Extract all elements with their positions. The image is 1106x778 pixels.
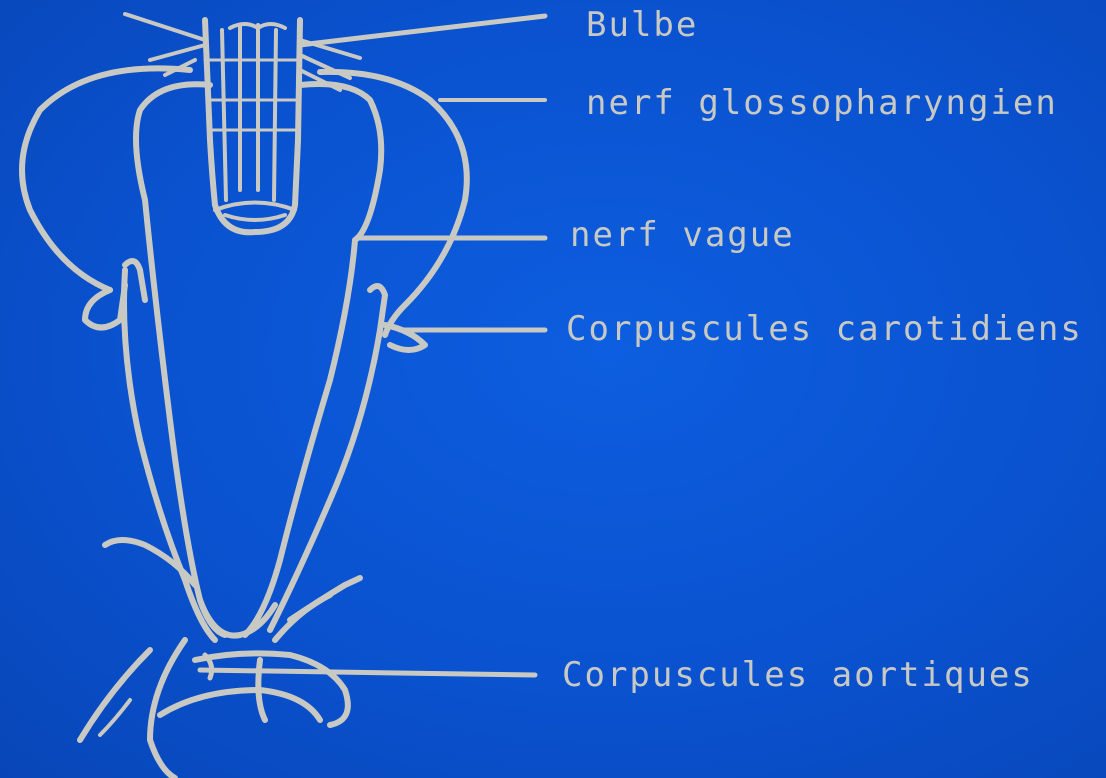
label-nerf-glossopharyngien: nerf glossopharyngien — [586, 86, 1058, 120]
left-nerve-loop — [22, 68, 190, 327]
right-carotid-artery — [270, 286, 385, 630]
bulbe-structure — [125, 14, 360, 232]
bulbe-leader-line — [300, 16, 545, 45]
aortiques-leader-line — [200, 670, 535, 675]
right-nerve-loop — [320, 72, 545, 335]
label-bulbe: Bulbe — [586, 8, 698, 42]
right-vagus-nerve — [245, 84, 381, 635]
label-corpuscules-carotidiens: Corpuscules carotidiens — [566, 312, 1083, 346]
left-carotid-artery — [124, 270, 215, 640]
aortic-arch — [80, 578, 360, 778]
label-corpuscules-aortiques: Corpuscules aortiques — [562, 658, 1034, 692]
label-nerf-vague: nerf vague — [570, 218, 795, 252]
